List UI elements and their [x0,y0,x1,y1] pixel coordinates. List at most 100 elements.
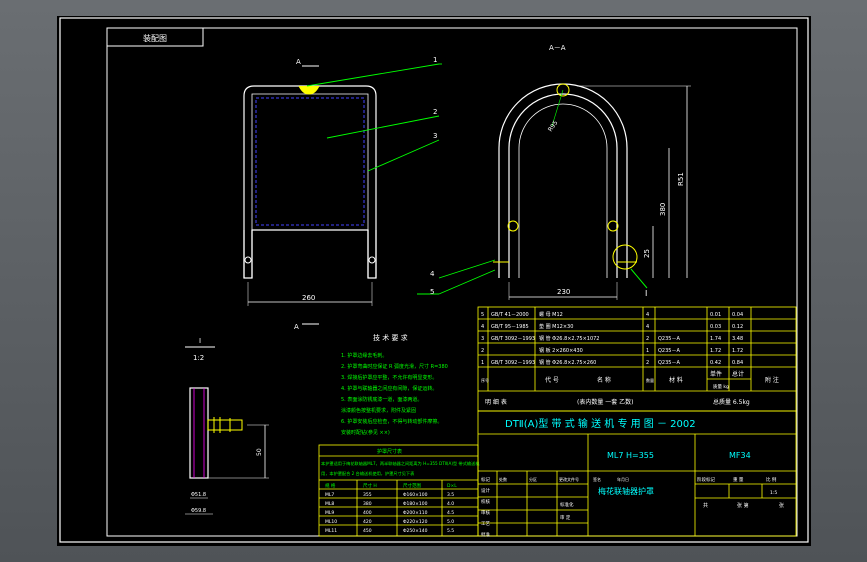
title-drawing-no: MF34 [729,451,751,460]
bom-cell: 1.72 [710,348,721,354]
size-table-cell: Φ160×100 [403,492,428,498]
bom-grid [477,306,797,412]
bom-cell: 0.01 [710,312,721,318]
bom-cell: 钢 板 2×260×430 [539,347,583,354]
title-page-end: 张 [779,502,784,509]
title-part-name: 梅花联轴器护罩 [598,486,654,496]
stamp-label: 装配图 [143,33,167,43]
view-letter-bottom: A [294,323,299,331]
size-table-cell: 420 [363,519,372,525]
sign-header: 签名 [593,476,601,482]
tech-req-line: 安装时配钻(参见 ××) [341,429,390,436]
sign-header: 更改文件号 [559,476,579,482]
bom-cell: 2 [646,336,649,342]
size-table-cell: 5.5 [447,528,454,534]
plate-outline [255,97,365,226]
title-scale-label: 比 例 [766,476,777,483]
bom-cell: GB/T 41－2000 [491,312,529,318]
sign-row-label: 审核 [481,509,490,516]
size-table-cell: ML7 [325,492,334,498]
bom-detail-label: 明 细 表 [485,398,507,406]
dim-detail-b: Φ59.8 [191,508,206,514]
sign-row-label: 标记 [481,476,490,483]
balloon-3: 3 [433,132,437,140]
bom-header: 数量 [646,377,654,383]
title-page-label: 张 第 [737,502,749,509]
size-table-note2: 用，本护罩配合 2 台输送机使用，护罩尺寸见下表 [321,470,415,477]
size-table-cell: 4.5 [447,510,454,516]
size-table-cell: 380 [363,501,372,507]
bom-cell: Q235－A [658,348,680,354]
dim-section-radius: R95 [547,119,560,133]
title-main: DTⅡ(A)型 带 式 输 送 机 专 用 图 － 2002 [505,417,696,430]
title-sheet-label: 共 [703,502,708,509]
balloon-2: 2 [433,108,437,116]
sign-row-label: 设计 [481,487,490,494]
bom-cell: 螺 母 M12 [539,311,563,318]
bom-header: 总计 [732,370,744,378]
bom-cell: 钢 管 Φ26.8×2.75×1072 [539,335,599,342]
section-view: A－A R95 230 R51 380 25 I [493,44,691,300]
size-table-cell: 400 [363,510,372,516]
size-table-cell: 450 [363,528,372,534]
size-table-cell: Φ220×120 [403,519,428,525]
dim-detail-height: 50 [256,448,263,456]
balloon-5: 5 [430,288,434,296]
bom-cell: 0.84 [732,360,743,366]
bom-total-weight: 总质量 6.5kg [713,398,750,406]
tech-requirements: 技 术 要 求 1. 护罩边缘去毛刺。2. 护罩弯曲时应保证 R 弧度光滑，尺寸… [341,333,448,436]
bom-cell: Q235－A [658,360,680,366]
dim-section-mid: 380 [659,203,667,216]
bom-cell: Q235－A [658,336,680,342]
tech-req-line: 涂漆颜色按整机要求，附件及紧固 [341,407,416,414]
bom-cell: 5 [481,312,484,318]
bom-cell: 1 [646,348,649,354]
front-view: A 260 A [243,58,377,331]
sign-row-label: 批准 [481,531,490,538]
tech-req-title: 技 术 要 求 [373,333,408,342]
dim-section-low: 25 [643,249,651,258]
bom-cell: 4 [646,312,649,318]
bom-cell: 0.04 [732,312,743,318]
bom-cell: GB/T 95－1985 [491,324,529,330]
bom-cell: 2 [646,360,649,366]
balloon-1: 1 [433,56,437,64]
bom-header: 材 料 [669,376,683,384]
bom-cell: 3 [481,336,484,342]
bom-header: 单件 [710,370,722,378]
bom-cell: 4 [481,324,484,330]
sign-row-label: 工艺 [481,521,490,527]
sign-header: 年月日 [617,476,629,482]
sign-row-label: 校核 [481,498,490,505]
dim-front-width: 260 [302,294,315,302]
std-label: 标准化 [560,501,574,508]
size-table-cell: ML11 [325,528,337,534]
bom-cell: 0.12 [732,324,743,330]
cad-viewport[interactable]: 装配图 A 260 A 1 2 3 4 5 A－A [57,16,811,546]
bom-cell: 1.74 [710,336,721,342]
tech-req-line: 4. 护罩与联轴器之间应有间隙，保证运转。 [341,385,437,392]
size-table-cell: Φ250×140 [403,528,428,534]
view-letter-top: A [296,58,301,66]
tech-req-line: 3. 焊接后护罩应平整，不允许有明显变形。 [341,374,437,381]
size-table-cell: ML9 [325,510,334,516]
balloon-4: 4 [430,270,435,278]
sign-header: 分区 [529,476,537,482]
drawing-canvas: 装配图 A 260 A 1 2 3 4 5 A－A [59,17,809,543]
bom-cell: 垫 圈 M12×30 [539,323,573,330]
bom-cell: 钢 管 Φ26.8×2.75×260 [539,359,596,366]
title-block-grid [477,410,797,537]
bom-cell: 1.72 [732,348,743,354]
size-table-cell: Φ200×110 [403,510,428,516]
bom-cell: 0.42 [710,360,721,366]
bom-header: 序号 [481,377,489,383]
dim-detail-a: Φ51.8 [191,492,206,498]
size-table-cell: 3.5 [447,492,454,498]
tech-req-line: 2. 护罩弯曲时应保证 R 弧度光滑，尺寸 R=380 [341,363,448,370]
bom-cell: GB/T 3092－1993 [491,336,535,342]
detail-marker: I [645,289,647,298]
tech-req-line: 5. 表面涂防锈底漆一道，面漆两道。 [341,396,422,403]
stamp-box [106,27,204,47]
detail-view: I 1:2 50 Φ51.8 Φ59.8 [185,337,269,515]
bom-header: 附 注 [765,376,779,384]
